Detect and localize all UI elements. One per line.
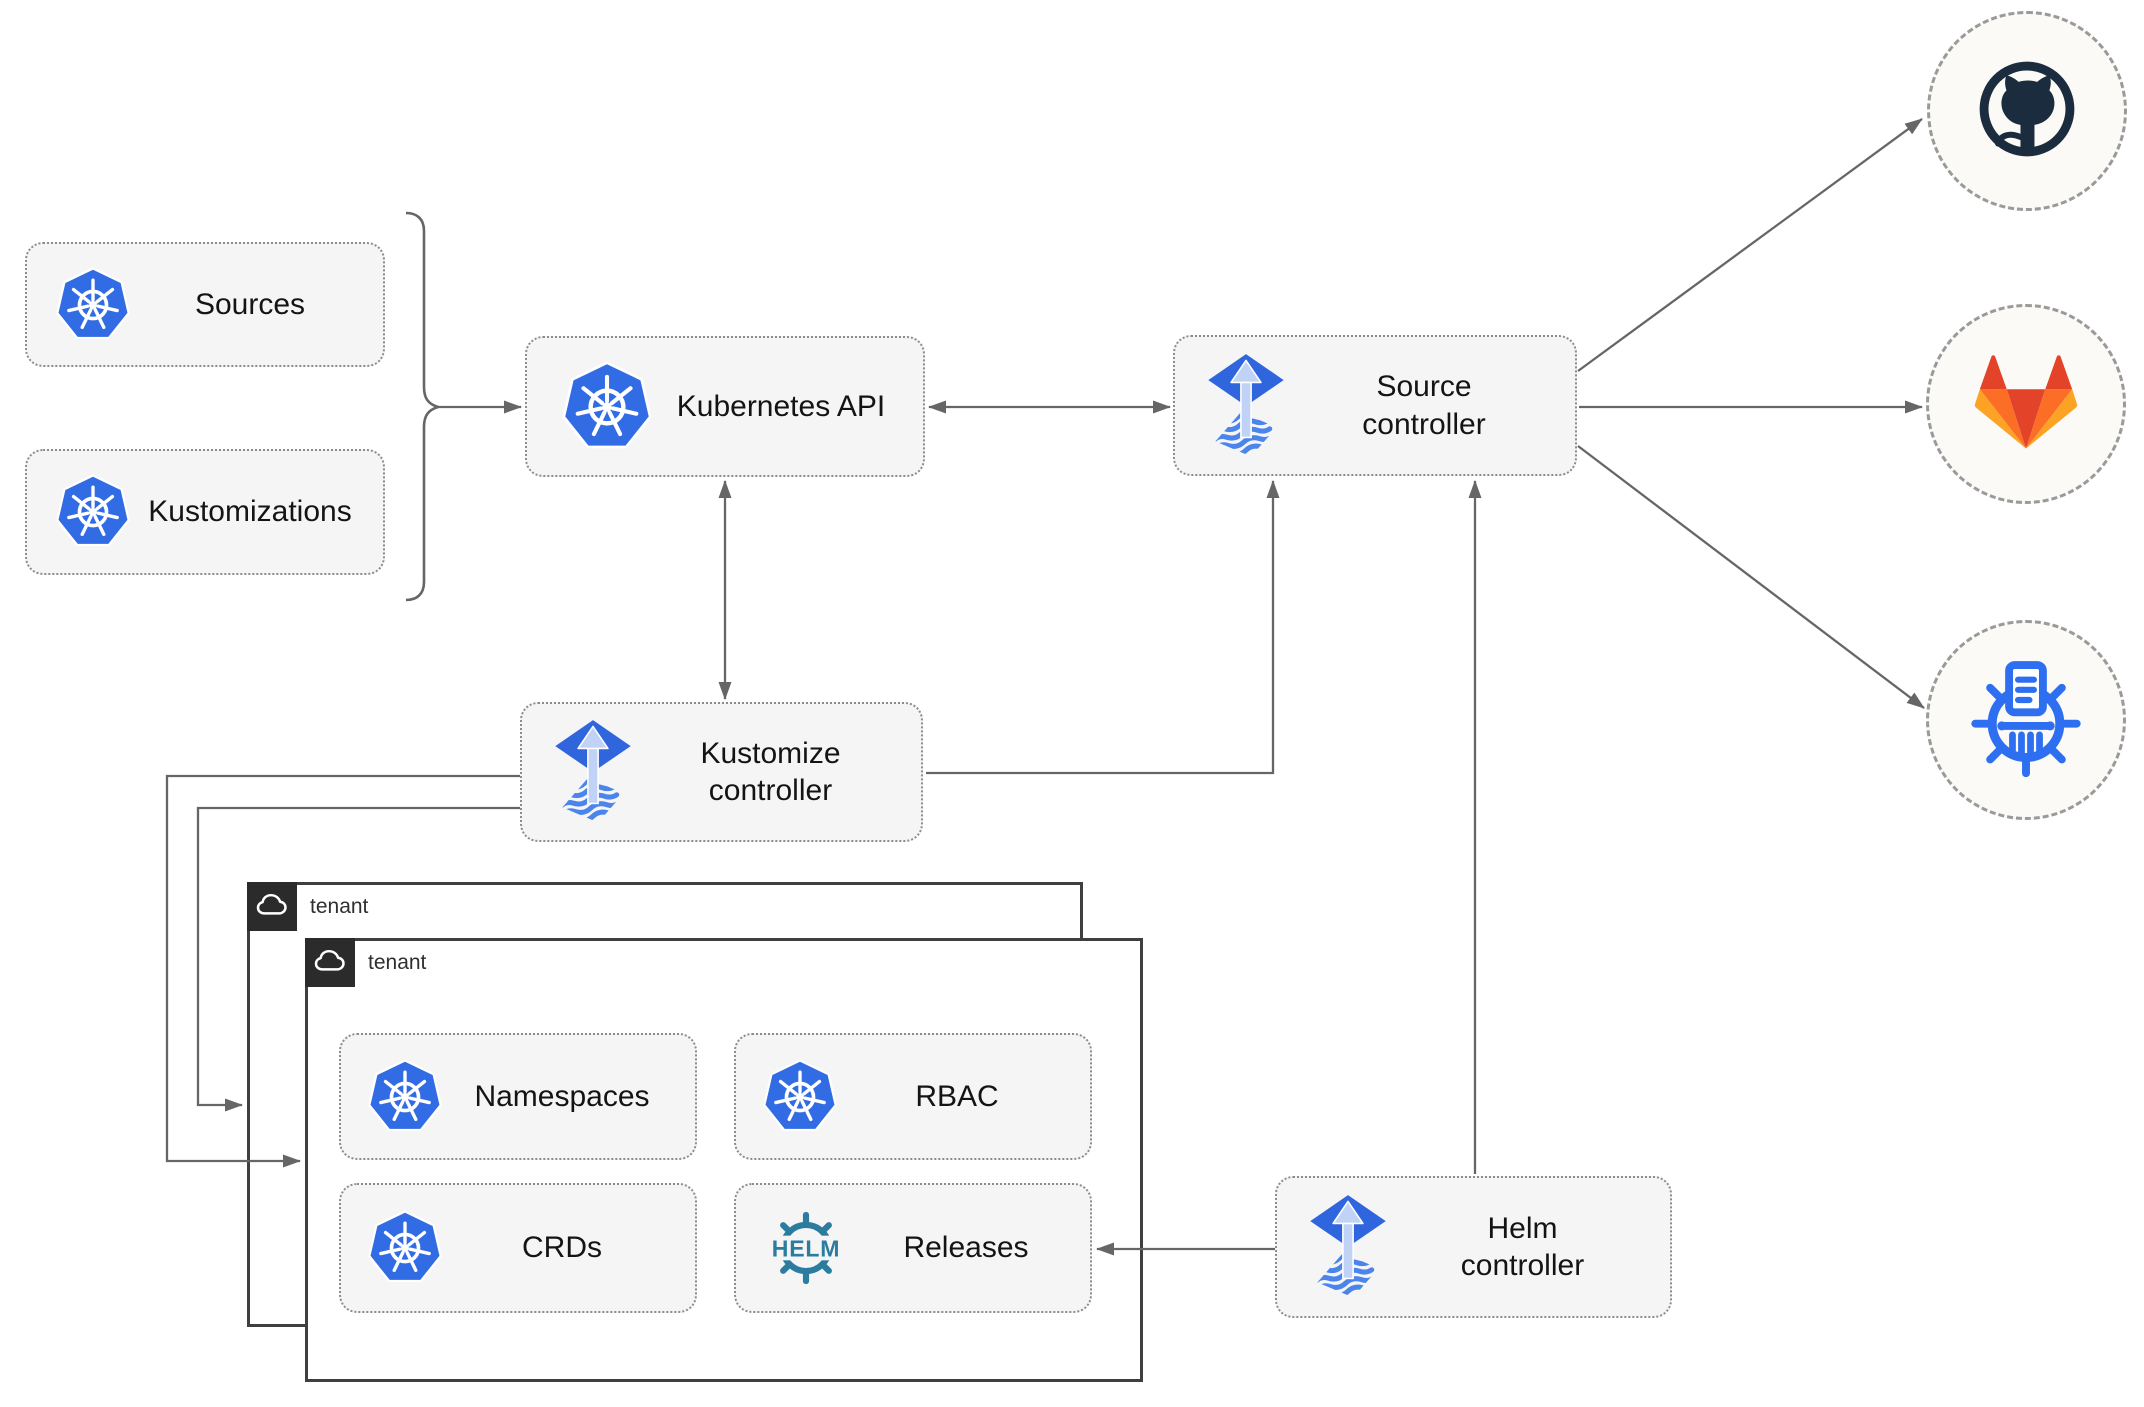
flux-icon: [1307, 1192, 1389, 1302]
node-releases: Releases: [734, 1183, 1092, 1313]
tenant-label: tenant: [310, 894, 369, 918]
node-label: Releases: [903, 1231, 1029, 1265]
node-label: Kustomizations: [148, 495, 352, 529]
cloud-icon: [311, 946, 349, 979]
tenant-header: [247, 882, 297, 931]
node-label: CRDs: [522, 1231, 602, 1265]
node-label: Source controller: [1362, 370, 1486, 441]
node-kustomize-controller: Kustomize controller: [520, 702, 923, 842]
node-source-controller: Source controller: [1173, 335, 1577, 476]
kubernetes-icon: [55, 266, 131, 343]
node-namespaces: Namespaces: [339, 1033, 697, 1160]
kubernetes-icon: [367, 1058, 443, 1135]
node-helm-controller: Helm controller: [1275, 1176, 1672, 1318]
chart-repository-target: [1926, 620, 2126, 820]
node-label: Sources: [194, 287, 306, 321]
tenant-header: [305, 938, 355, 987]
node-rbac: RBAC: [734, 1033, 1092, 1160]
tenant-label: tenant: [368, 950, 427, 974]
tenant-box-front: tenant: [305, 938, 1143, 1382]
gitlab-target: [1926, 304, 2126, 504]
node-kubernetes-api: Kubernetes API: [525, 336, 925, 477]
flux-icon: [1205, 351, 1287, 461]
node-label: RBAC: [915, 1079, 999, 1113]
helm-icon: [756, 1211, 856, 1285]
arrow-source-controller-to-github: [1577, 118, 1923, 372]
node-sources: Sources: [25, 242, 385, 367]
node-kustomizations: Kustomizations: [25, 449, 385, 575]
arrow-kustomize-to-source-controller: [926, 480, 1280, 775]
kubernetes-icon: [561, 361, 653, 453]
chart-repository-icon: [1964, 656, 2088, 785]
gitlab-icon: [1974, 354, 2078, 455]
github-target: [1927, 11, 2127, 211]
brace-sources-group: [405, 211, 443, 602]
node-label: Kustomize controller: [700, 736, 841, 808]
kubernetes-icon: [55, 474, 131, 550]
cloud-icon: [253, 890, 291, 923]
github-icon: [1971, 53, 2083, 170]
kubernetes-icon: [367, 1210, 443, 1286]
node-label: Kubernetes API: [676, 389, 886, 423]
flux-icon: [552, 717, 634, 827]
node-crds: CRDs: [339, 1183, 697, 1313]
arrow-source-controller-to-chart-repository: [1577, 445, 1925, 709]
node-label: Helm controller: [1460, 1211, 1585, 1283]
kubernetes-icon: [762, 1058, 838, 1135]
node-label: Namespaces: [474, 1079, 650, 1113]
